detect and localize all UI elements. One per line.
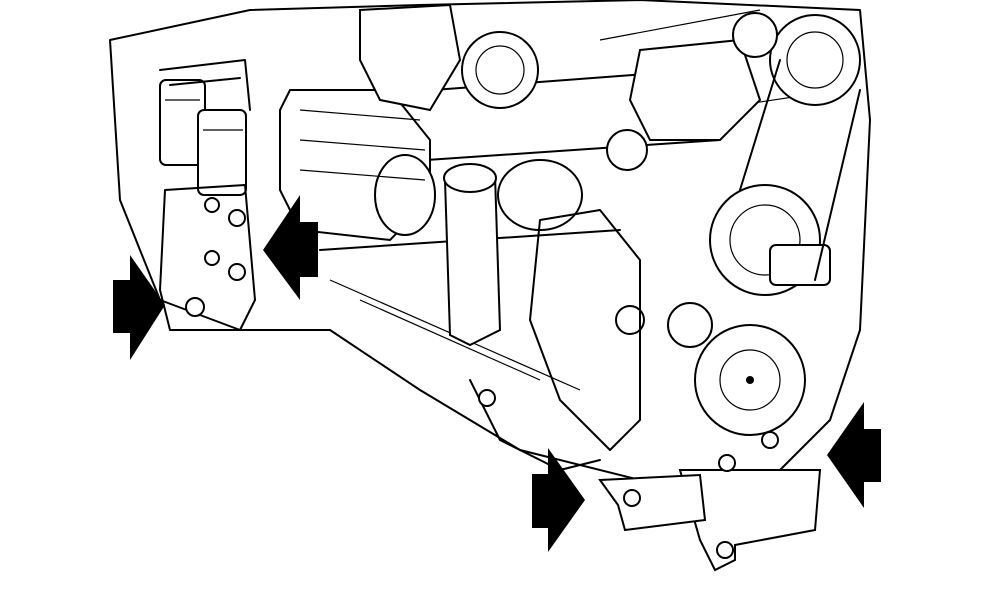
rear-left-bracket xyxy=(478,389,707,532)
alternator xyxy=(732,12,861,106)
crankshaft-pulley xyxy=(615,302,806,436)
arrow-right-icon xyxy=(532,448,585,552)
fuel-filter-assembly xyxy=(159,59,251,196)
arrow-left-icon xyxy=(827,402,881,508)
rear-right-bracket xyxy=(678,431,822,572)
front-left-mount-arrow xyxy=(113,255,165,360)
starter-motor xyxy=(279,89,436,242)
cylinder-head xyxy=(359,3,762,171)
gear-housing xyxy=(529,209,641,451)
front-left-bracket xyxy=(159,184,256,331)
rear-right-mount-arrow xyxy=(827,402,881,508)
oil-filter xyxy=(443,159,583,347)
rear-left-mount-arrow xyxy=(532,448,585,552)
fan-drive-pulley xyxy=(709,59,861,296)
arrow-left-icon xyxy=(263,195,318,300)
arrow-right-icon xyxy=(113,255,165,360)
front-right-mount-arrow xyxy=(263,195,318,300)
